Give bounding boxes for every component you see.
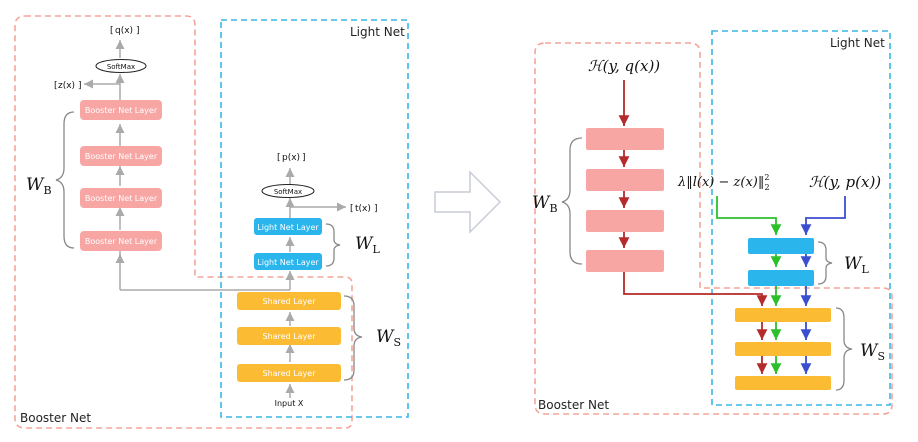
light-layer [748,238,814,254]
t-output: t(x) [355,204,371,214]
booster-net-layer [80,188,162,208]
wb-brace [55,111,75,249]
booster-layer [586,128,664,150]
booster-net-layer-label: Booster Net Layer [85,237,158,246]
shared-layer [237,327,341,345]
p-output: p(x) [282,153,300,163]
ws-brace [343,295,363,381]
booster-net-layer-label: Booster Net Layer [85,106,158,115]
shared-layer-label: Shared Layer [262,297,316,306]
right-ws-brace [835,307,853,391]
right-booster-region [534,42,893,415]
softmax-light-label: SoftMax [274,188,302,196]
z-output: z(x) [58,81,75,91]
wl-brace [325,223,341,267]
svg-text:[: [ [277,153,281,163]
softmax-booster [95,59,147,73]
transform-arrow-icon [434,170,502,234]
shared-layer [237,292,341,310]
svg-text:]: ] [374,204,378,214]
softmax-booster-label: SoftMax [107,63,135,71]
right-diagram: Light Net Booster Net ℋ(y, q(x)) λ‖l(x) … [532,30,893,415]
right-light-net-label: Light Net [830,36,885,50]
svg-text:[: [ [350,204,354,214]
left-diagram: Light Net Booster Net Booster Net Layer … [14,15,409,429]
shared-layer [735,376,831,390]
right-wb-brace [561,137,583,265]
right-wl-brace [817,241,833,285]
light-net-layer-label: Light Net Layer [257,258,319,267]
q-output: q(x) [115,26,133,36]
booster-net-layer [80,146,162,166]
left-light-region [220,19,409,418]
booster-net-layer-label: Booster Net Layer [85,194,158,203]
loss-light: ℋ(y, p(x)) [809,173,881,191]
svg-text:]: ] [136,26,140,36]
booster-net-layer [80,100,162,120]
booster-layer [586,250,664,272]
right-light-region [711,30,891,406]
right-wl-label: WL [844,254,869,276]
ws-label: WS [376,327,401,349]
left-booster-region [14,15,353,429]
left-booster-net-label: Booster Net [20,411,91,425]
right-wb-label: WB [532,193,558,215]
svg-text:[: [ [110,26,114,36]
wb-label: WB [26,175,52,197]
shared-layer [735,308,831,322]
shared-layer-label: Shared Layer [262,332,316,341]
svg-text:]: ] [78,81,82,91]
svg-text:[: [ [54,81,58,91]
right-booster-net-label: Booster Net [538,398,609,412]
input-label: Input X [275,399,304,408]
loss-booster: ℋ(y, q(x)) [588,57,660,75]
booster-net-layer [80,231,162,251]
booster-layer [586,169,664,191]
shared-layer [735,342,831,356]
light-net-layer-label: Light Net Layer [257,223,319,232]
booster-layer [586,210,664,232]
softmax-light [261,184,315,198]
light-layer [748,270,814,286]
svg-text:]: ] [302,153,306,163]
light-net-layer [254,218,322,235]
right-ws-label: WS [860,341,885,363]
wl-label: WL [355,234,380,256]
left-light-net-label: Light Net [350,25,405,39]
shared-layer [237,364,341,382]
light-net-layer [254,253,322,270]
shared-layer-label: Shared Layer [262,369,316,378]
booster-net-layer-label: Booster Net Layer [85,152,158,161]
